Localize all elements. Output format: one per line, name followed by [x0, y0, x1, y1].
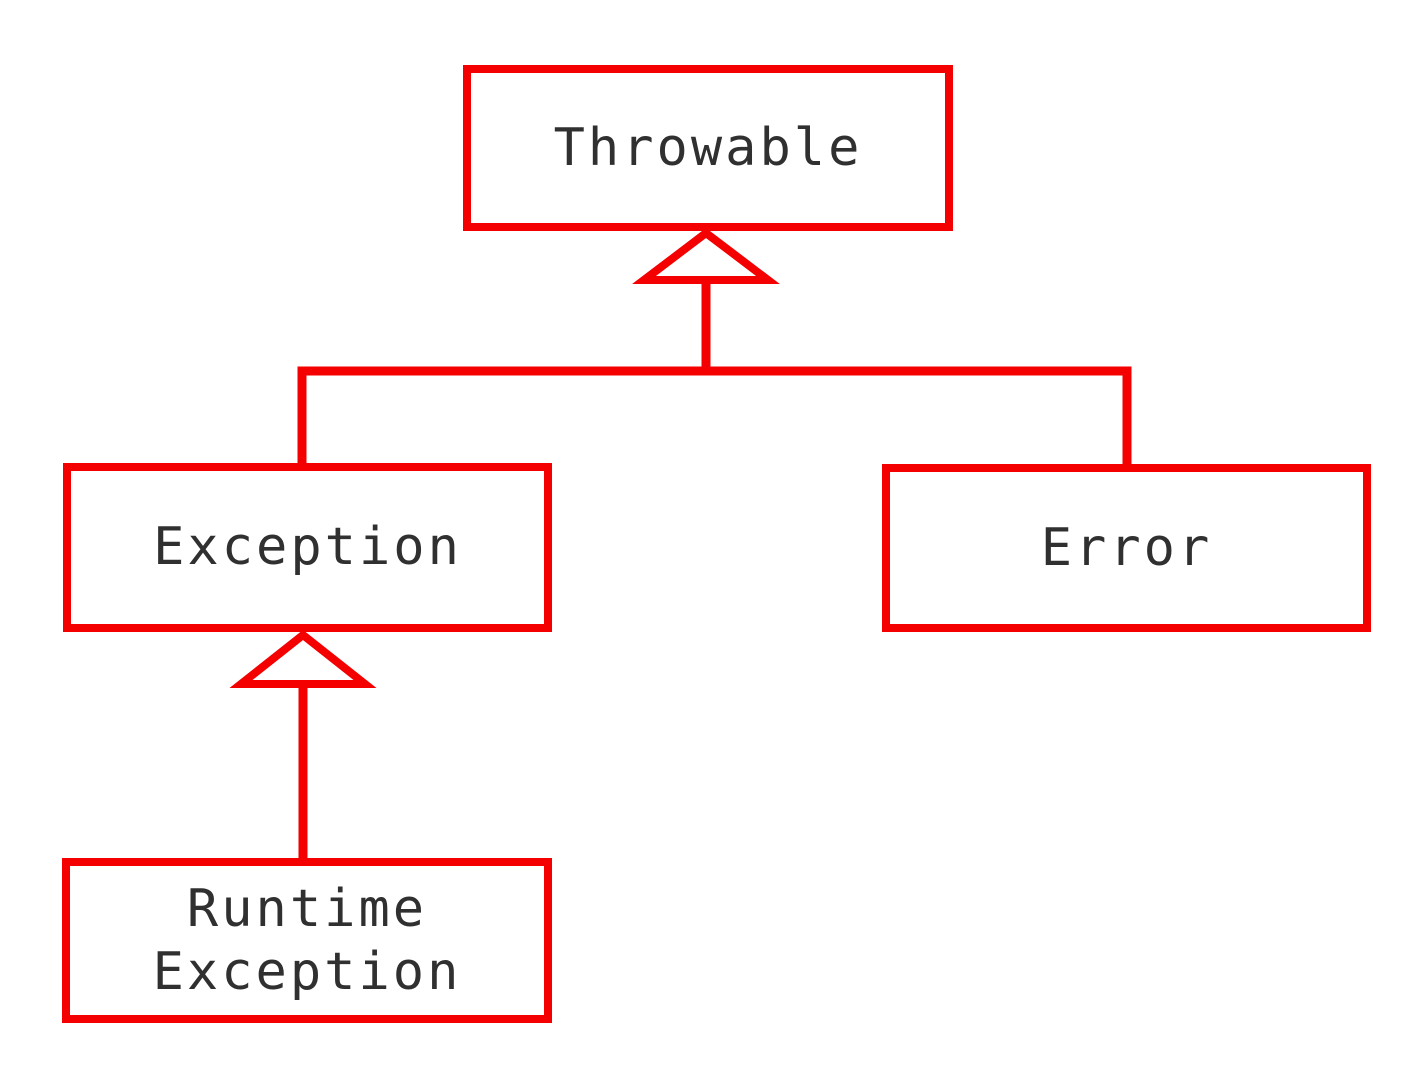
node-exception-label: Exception [153, 517, 462, 578]
node-error: Error [882, 464, 1371, 632]
node-exception: Exception [63, 463, 552, 632]
inheritance-arrowhead-to-exception [229, 629, 377, 688]
node-error-label: Error [1040, 517, 1213, 578]
node-throwable: Throwable [463, 65, 953, 231]
node-runtime-exception-label: Runtime Exception [152, 879, 462, 1002]
node-throwable-label: Throwable [553, 117, 863, 178]
inheritance-arrowhead-to-throwable [632, 227, 780, 284]
node-runtime-exception: Runtime Exception [62, 858, 552, 1023]
